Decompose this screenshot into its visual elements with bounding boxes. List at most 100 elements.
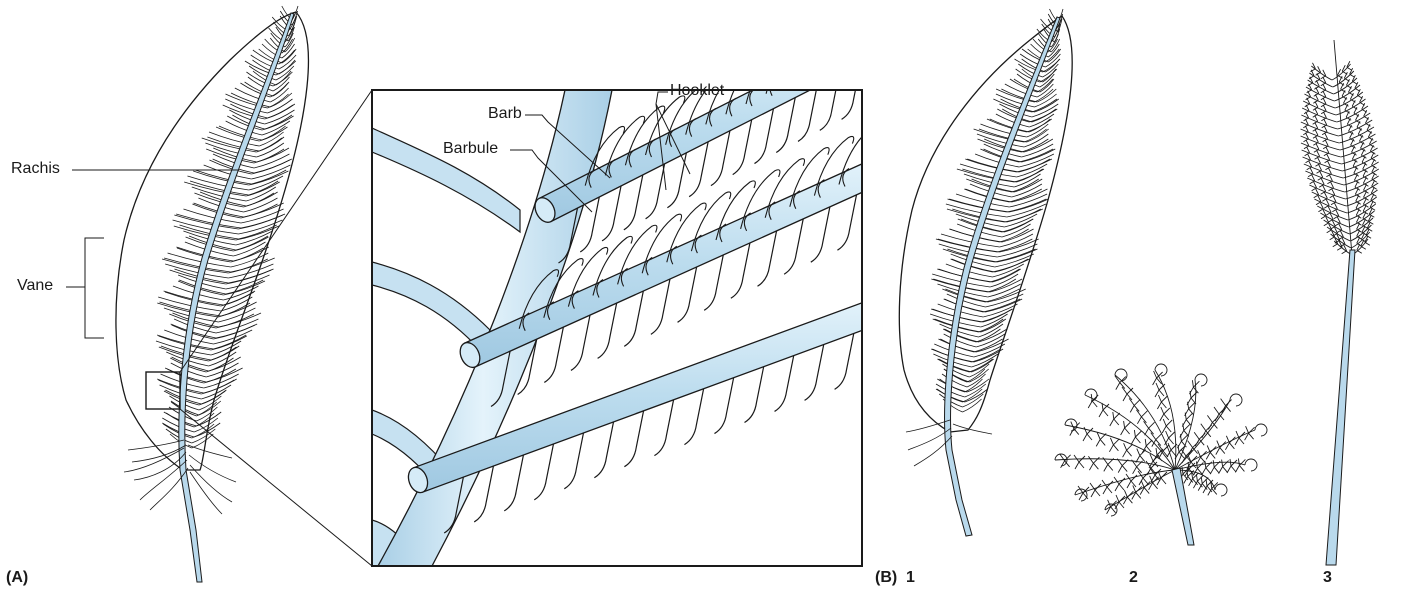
down-barbule [1083, 427, 1093, 441]
down-barbule [1177, 434, 1187, 448]
panel-b3-label: 3 [1323, 569, 1332, 587]
filo-barbule [1321, 90, 1347, 100]
down-barbule [1102, 480, 1113, 494]
filo-barbule [1315, 72, 1349, 82]
down-barbule [1151, 433, 1162, 447]
down-barbule [1123, 490, 1133, 504]
barbule-label: Barbule [443, 140, 498, 158]
filo-barbule [1321, 111, 1351, 121]
filo-strand [1308, 80, 1334, 94]
hooklet-barbule [847, 0, 886, 53]
filoplume-shaft [1326, 250, 1355, 565]
filo-barbule [1323, 132, 1355, 142]
down-barbule [1142, 439, 1152, 453]
down-barbule [1126, 474, 1137, 488]
hooklet [790, 68, 796, 86]
down-barbule [1185, 402, 1195, 416]
filo-barbule [1316, 65, 1348, 75]
panel-b-label: (B) [875, 569, 897, 587]
down-barbule [1140, 481, 1150, 495]
down-barbule [1114, 477, 1125, 491]
down-barbule [1090, 483, 1101, 497]
down-barbule [1123, 443, 1133, 457]
filoplume-tuft [1301, 40, 1379, 255]
hooklet-barbule [806, 14, 845, 73]
down-barbule [1155, 383, 1165, 397]
rachis-label: Rachis [11, 160, 60, 178]
down-barbule [1138, 471, 1149, 485]
filo-strand [1301, 136, 1340, 150]
down-barbule [1122, 387, 1133, 401]
panel-b2-label: 2 [1129, 569, 1138, 587]
down-barbule [1136, 410, 1147, 424]
down-barbule [1088, 456, 1099, 470]
filo-barbule [1323, 139, 1355, 149]
down-barbule [1117, 459, 1128, 473]
filo-barbule [1327, 174, 1359, 184]
filo-barbule [1321, 76, 1344, 86]
hooklet [850, 37, 856, 55]
down-barbule [1144, 421, 1155, 435]
feather-b3-filoplume [1301, 40, 1379, 565]
down-feather-barbs [1055, 364, 1267, 516]
down-barbule [1245, 426, 1255, 440]
hooklet-barbule [766, 35, 805, 94]
zoom-line-bottom [180, 409, 372, 566]
filo-barbule [1321, 69, 1343, 79]
down-barbule [1189, 380, 1199, 394]
down-curl [1245, 459, 1257, 471]
down-barbule [1136, 449, 1146, 463]
down-barbule [1162, 419, 1172, 433]
zoom-inset [372, 0, 906, 566]
down-barbule [1109, 438, 1119, 452]
down-barbule [1129, 398, 1140, 412]
down-barb [1155, 370, 1176, 470]
down-barbule [1070, 422, 1080, 436]
filo-strand [1304, 94, 1335, 108]
filo-barbule [1321, 97, 1349, 107]
filo-barbule [1332, 202, 1361, 212]
hooklet-barbule [826, 4, 865, 63]
down-barbule [1160, 407, 1170, 421]
feather-a [116, 6, 372, 582]
filo-barbule [1330, 188, 1361, 198]
down-barbule [1131, 430, 1141, 444]
hooklet-label: Hooklet [670, 82, 724, 100]
down-curl [1115, 369, 1127, 381]
panel-a-label: (A) [6, 569, 28, 587]
filo-strand [1306, 87, 1334, 101]
filo-strand [1309, 73, 1332, 87]
filo-barbule [1329, 181, 1360, 191]
down-barbule [1153, 371, 1163, 385]
down-barbule [1110, 412, 1120, 426]
hooklet-barbule [864, 114, 903, 173]
filo-barbule [1321, 83, 1346, 93]
down-barbule [1107, 500, 1117, 514]
down-barbule [1074, 455, 1085, 469]
filo-barbule [1321, 104, 1350, 114]
feather-b1 [899, 9, 1072, 536]
down-barbule [1165, 431, 1175, 445]
panel-b1-label: 1 [906, 569, 915, 587]
hooklet [870, 27, 876, 45]
down-barbule [1157, 395, 1167, 409]
down-barbule [1153, 448, 1163, 462]
down-barb [1055, 459, 1175, 470]
down-barbule [1096, 432, 1106, 446]
filo-strand [1337, 106, 1368, 122]
filo-barbule [1324, 146, 1357, 156]
hooklet-barbule [786, 24, 825, 83]
hooklet-barbule [867, 0, 906, 43]
down-barbule [1121, 421, 1131, 435]
barb-label: Barb [488, 105, 522, 123]
hooklet [867, 157, 873, 175]
filo-strand [1338, 113, 1371, 129]
filo-barbule [1322, 125, 1353, 135]
down-barbule [1180, 423, 1190, 437]
filo-barbule [1322, 118, 1353, 128]
vane-bracket [85, 238, 104, 338]
hooklet [830, 47, 836, 65]
down-barbule [1132, 485, 1142, 499]
down-curl [1255, 424, 1267, 436]
hooklet [810, 57, 816, 75]
